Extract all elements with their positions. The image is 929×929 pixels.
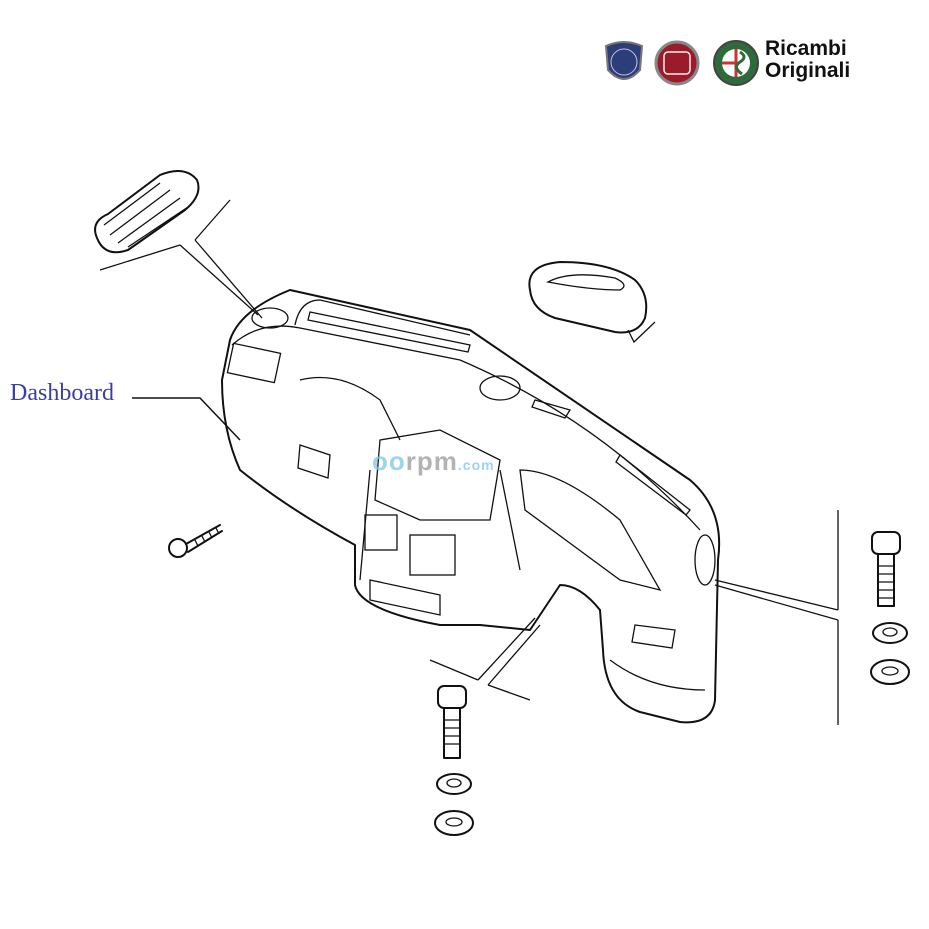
brand-logos — [604, 40, 759, 86]
side-vent-cover-part — [94, 170, 263, 319]
watermark: oorpm.com — [372, 446, 495, 476]
callout-leader-line — [132, 397, 241, 441]
brand-line-1: Ricambi — [765, 37, 847, 60]
alfa-romeo-logo — [713, 40, 759, 86]
brand-line-2: Originali — [765, 59, 851, 82]
dashboard-part — [221, 289, 721, 724]
speaker-cover-part — [528, 261, 656, 344]
bolt-bottom-part — [429, 617, 541, 836]
brand-text: Ricambi Originali — [765, 38, 850, 82]
fiat-logo — [654, 40, 700, 86]
bolt-right-part — [714, 510, 910, 725]
lancia-logo — [604, 41, 644, 80]
self-tapping-screw-part — [168, 524, 223, 558]
dashboard-callout-label: Dashboard — [10, 380, 114, 406]
